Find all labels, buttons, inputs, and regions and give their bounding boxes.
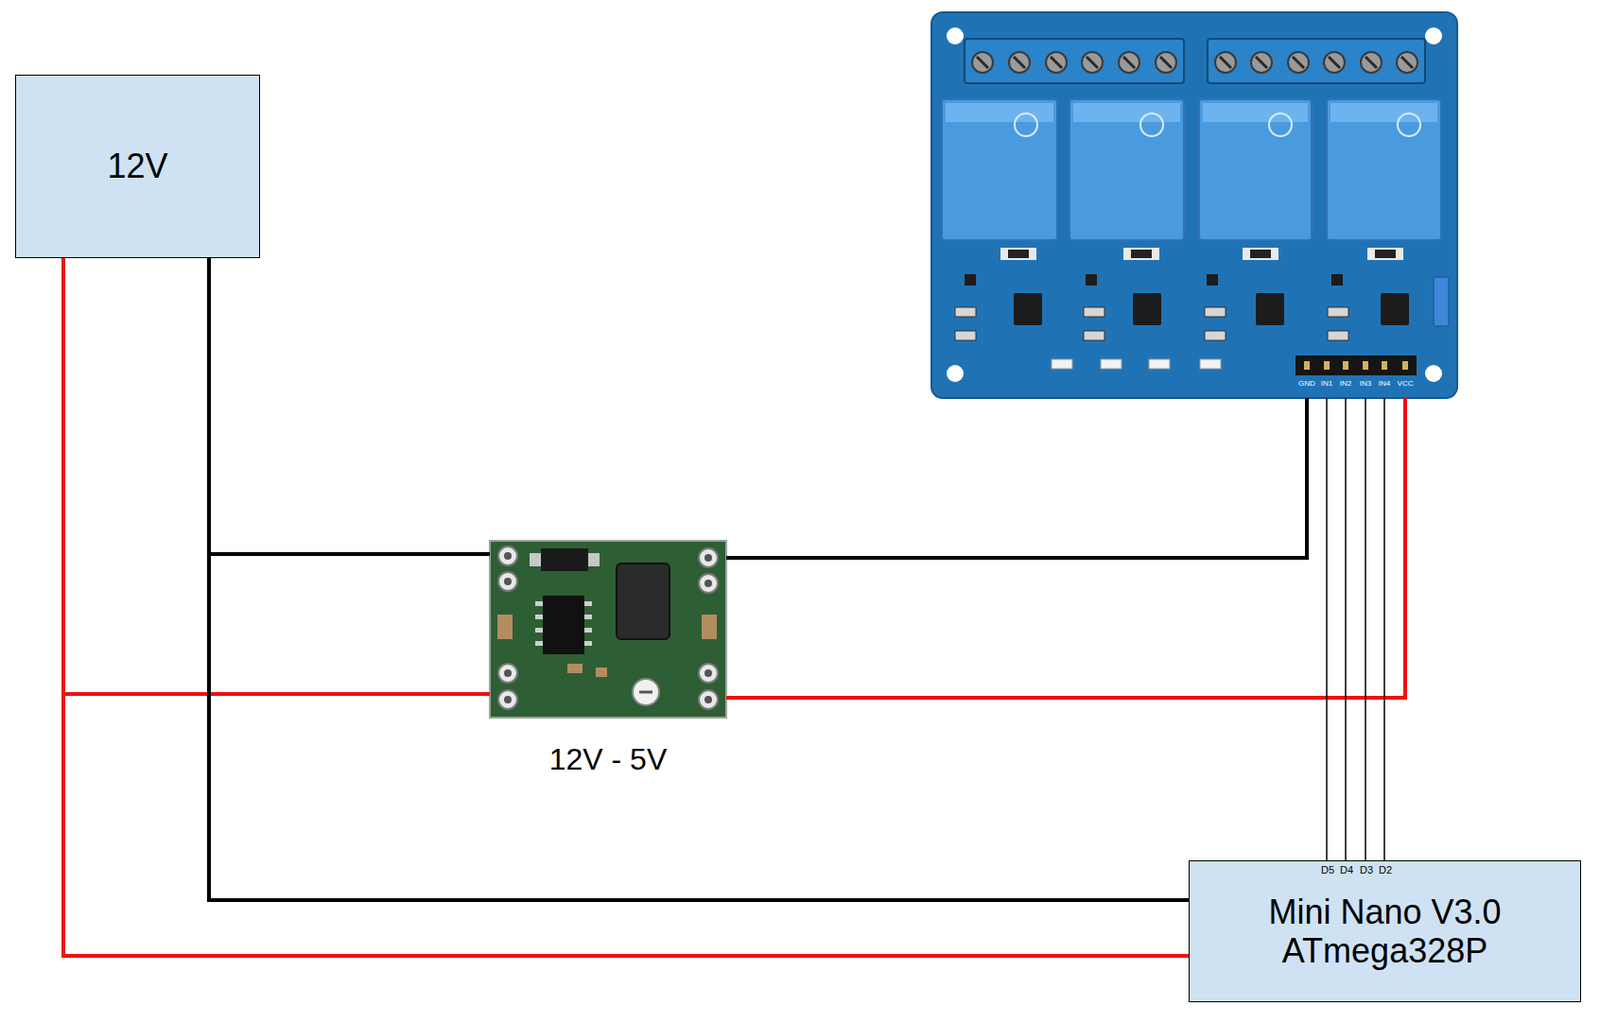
microcontroller-board: D5 D4 D3 D2Mini Nano V3.0 ATmega328P [1188, 860, 1582, 1003]
wire [1325, 398, 1328, 861]
pin-label: D4 [1339, 864, 1354, 877]
wire [1383, 398, 1386, 861]
wire [63, 258, 1189, 957]
wire [726, 398, 1406, 698]
wire [208, 258, 1189, 901]
pin-label: IN3 [1359, 379, 1372, 388]
pin-label: IN2 [1339, 379, 1352, 388]
pin-label: IN1 [1321, 379, 1333, 388]
pin-label: IN4 [1378, 379, 1391, 388]
pin-label: VCC [1397, 379, 1414, 388]
wire [1364, 398, 1367, 861]
pin-label: GND [1298, 379, 1316, 388]
pin-label: D5 [1321, 864, 1335, 877]
module-label: 12V - 5V [549, 742, 668, 778]
wire [63, 258, 490, 695]
power-supply: 12V [15, 74, 261, 259]
pin-label: D2 [1378, 864, 1392, 877]
wire [726, 398, 1307, 558]
wire [208, 258, 490, 555]
relay-module: GND IN1 IN2 IN3 IN4 VCC [931, 12, 1458, 399]
wire [1344, 398, 1347, 861]
buck-converter [489, 540, 727, 718]
pin-label: D3 [1359, 864, 1374, 877]
buck-converter: 12V - 5V [489, 540, 727, 718]
supply-label: 12V [106, 146, 168, 186]
relay-board [931, 12, 1458, 399]
board-name: Mini Nano V3.0 ATmega328P [1234, 892, 1537, 972]
